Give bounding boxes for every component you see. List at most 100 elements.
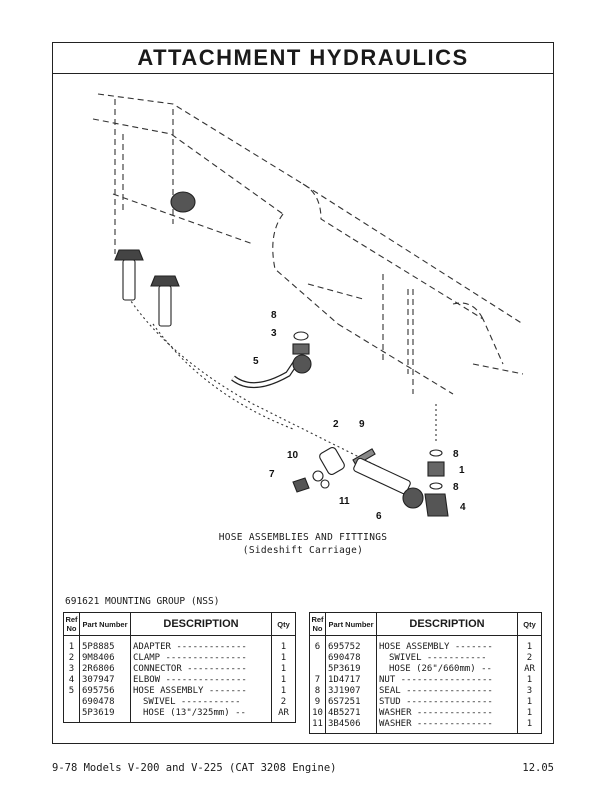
filler-cell bbox=[517, 730, 542, 734]
header-qty: Qty bbox=[271, 612, 296, 636]
footer-page-info: 9-78 Models V-200 and V-225 (CAT 3208 En… bbox=[52, 762, 337, 774]
part-number-cell: 2R6806 bbox=[79, 664, 131, 675]
callout-3: 3 bbox=[271, 328, 277, 339]
description-cell: SWIVEL ----------- bbox=[130, 697, 272, 708]
description-cell: SWIVEL ----------- bbox=[376, 653, 518, 664]
qty-cell: 1 bbox=[271, 686, 296, 697]
qty-cell: 1 bbox=[271, 635, 296, 653]
filler-cell bbox=[130, 719, 272, 723]
elbow-shape bbox=[424, 493, 449, 517]
callout-labels: 8 3 5 2 9 10 7 11 6 8 1 8 4 bbox=[253, 310, 466, 522]
ref-cell: 9 bbox=[309, 697, 326, 708]
part-number-cell: 1D4717 bbox=[325, 675, 377, 686]
ref-cell bbox=[63, 697, 80, 708]
ref-cell: 10 bbox=[309, 708, 326, 719]
table-header-row: Ref No Part Number DESCRIPTION Qty bbox=[309, 612, 542, 636]
part-number-cell: 307947 bbox=[79, 675, 131, 686]
qty-cell: AR bbox=[271, 708, 296, 719]
description-cell: NUT ----------------- bbox=[376, 675, 518, 686]
ref-cell: 8 bbox=[309, 686, 326, 697]
ref-cell bbox=[309, 664, 326, 675]
part-number-cell: 4B5271 bbox=[325, 708, 377, 719]
callout-2: 2 bbox=[333, 419, 339, 430]
ref-cell bbox=[309, 653, 326, 664]
callout-1: 1 bbox=[459, 465, 465, 476]
part-number-cell: 690478 bbox=[325, 653, 377, 664]
description-cell: HOSE ASSEMBLY ------- bbox=[130, 686, 272, 697]
boss-shape bbox=[170, 191, 196, 213]
qty-cell: 1 bbox=[517, 719, 542, 730]
description-cell: HOSE (26"/660mm) -- bbox=[376, 664, 518, 675]
adapter-shape-right bbox=[427, 461, 445, 477]
nut-shape-7 bbox=[292, 477, 310, 493]
header-ref: Ref No bbox=[309, 612, 326, 636]
description-cell: WASHER -------------- bbox=[376, 719, 518, 730]
description-cell: CLAMP --------------- bbox=[130, 653, 272, 664]
qty-cell: 1 bbox=[517, 675, 542, 686]
callout-9: 9 bbox=[359, 419, 365, 430]
seal-shape bbox=[293, 331, 309, 341]
adapter-shape-b bbox=[158, 285, 172, 327]
description-cell: HOSE (13"/325mm) -- bbox=[130, 708, 272, 719]
callout-4: 4 bbox=[460, 502, 466, 513]
hose-5-core bbox=[231, 358, 300, 387]
part-number-cell: 6S7251 bbox=[325, 697, 377, 708]
ref-cell: 4 bbox=[63, 675, 80, 686]
hydraulic-diagram: 8 3 5 2 9 10 7 11 6 8 1 8 4 bbox=[92, 93, 524, 522]
header-ref: Ref No bbox=[63, 612, 80, 636]
filler-cell bbox=[309, 730, 326, 734]
qty-cell: 1 bbox=[271, 664, 296, 675]
filler-cell bbox=[271, 719, 296, 723]
washer-shape-11 bbox=[320, 479, 330, 489]
table-filler-row bbox=[63, 719, 296, 723]
ref-cell: 5 bbox=[63, 686, 80, 697]
callout-6: 6 bbox=[376, 511, 382, 522]
qty-cell: 1 bbox=[517, 635, 542, 653]
callout-8-right-b: 8 bbox=[453, 482, 459, 493]
ref-cell bbox=[63, 708, 80, 719]
table-header-row: Ref No Part Number DESCRIPTION Qty bbox=[63, 612, 296, 636]
description-cell: WASHER -------------- bbox=[376, 708, 518, 719]
header-description: DESCRIPTION bbox=[130, 612, 272, 636]
callout-8-right-a: 8 bbox=[453, 449, 459, 460]
callout-11: 11 bbox=[339, 496, 350, 507]
qty-cell: 2 bbox=[271, 697, 296, 708]
connector-shape bbox=[292, 343, 310, 355]
hose-6-shape bbox=[353, 457, 411, 495]
description-cell: HOSE ASSEMBLY ------- bbox=[376, 635, 518, 653]
adapter-shape-a bbox=[122, 259, 136, 301]
swivel-shape bbox=[292, 354, 312, 374]
diagram-caption-line2: (Sideshift Carriage) bbox=[242, 545, 364, 556]
header-part: Part Number bbox=[325, 612, 377, 636]
ref-cell: 1 bbox=[63, 635, 80, 653]
qty-cell: 2 bbox=[517, 653, 542, 664]
ref-cell: 2 bbox=[63, 653, 80, 664]
part-number-cell: 5P3619 bbox=[79, 708, 131, 719]
description-cell: ADAPTER ------------- bbox=[130, 635, 272, 653]
ref-cell: 11 bbox=[309, 719, 326, 730]
part-number-cell: 5P8885 bbox=[79, 635, 131, 653]
title-bar: ATTACHMENT HYDRAULICS bbox=[53, 43, 553, 74]
description-cell: SEAL ---------------- bbox=[376, 686, 518, 697]
group-line: 691621 MOUNTING GROUP (NSS) bbox=[65, 596, 220, 607]
qty-cell: AR bbox=[517, 664, 542, 675]
seal-shape-right-b bbox=[429, 482, 443, 490]
part-number-cell: 5P3619 bbox=[325, 664, 377, 675]
qty-cell: 3 bbox=[517, 686, 542, 697]
qty-cell: 1 bbox=[517, 708, 542, 719]
seal-shape-right-a bbox=[429, 449, 443, 457]
header-part: Part Number bbox=[79, 612, 131, 636]
